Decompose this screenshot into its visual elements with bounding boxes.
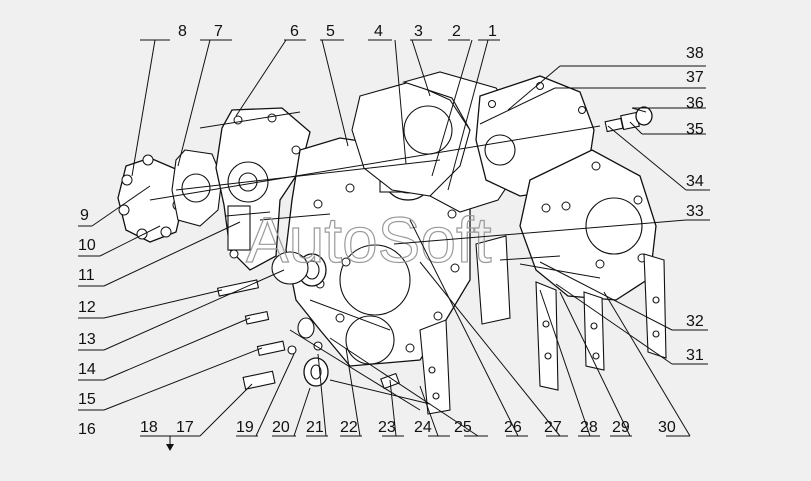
callout-35: 35 [686, 121, 704, 138]
callout-34: 34 [686, 173, 704, 190]
callout-29: 29 [612, 419, 630, 436]
leader-lines [78, 39, 710, 444]
mounting-brackets [535, 253, 667, 391]
callout-27: 27 [544, 419, 562, 436]
lower-bracket [419, 319, 451, 415]
loose-bolts [216, 279, 286, 390]
callout-22: 22 [340, 419, 358, 436]
callout-28: 28 [580, 419, 598, 436]
callout-17: 17 [176, 419, 194, 436]
seal-housing [271, 251, 309, 285]
callout-25: 25 [454, 419, 472, 436]
callout-18: 18 [140, 419, 158, 436]
callout-31: 31 [686, 347, 704, 364]
callout-19: 19 [236, 419, 254, 436]
callout-23: 23 [378, 419, 396, 436]
callout-16: 16 [78, 421, 96, 438]
callout-2: 2 [452, 23, 461, 40]
assembly-centerlines [149, 111, 601, 411]
sensor-assembly [604, 106, 653, 133]
callout-13: 13 [78, 331, 96, 348]
side-bracket [475, 235, 511, 325]
callout-12: 12 [78, 299, 96, 316]
callout-7: 7 [214, 23, 223, 40]
callout-14: 14 [78, 361, 96, 378]
callout-15: 15 [78, 391, 96, 408]
flywheel-housing-plate [519, 149, 657, 301]
callout-32: 32 [686, 313, 704, 330]
watermark-text: AutoSoft [246, 204, 492, 276]
callout-21: 21 [306, 419, 324, 436]
callout-36: 36 [686, 95, 704, 112]
callout-9: 9 [80, 207, 89, 224]
callout-3: 3 [414, 23, 423, 40]
callout-30: 30 [658, 419, 676, 436]
callout-10: 10 [78, 237, 96, 254]
callout-20: 20 [272, 419, 290, 436]
callout-24: 24 [414, 419, 432, 436]
front-gasket [351, 81, 471, 197]
callout-6: 6 [290, 23, 299, 40]
callout-11: 11 [78, 267, 95, 284]
callout-5: 5 [326, 23, 335, 40]
callout-8: 8 [178, 23, 187, 40]
callout-38: 38 [686, 45, 704, 62]
callout-1: 1 [488, 23, 497, 40]
callout-26: 26 [504, 419, 522, 436]
callout-labels: 1 2 3 4 5 6 7 8 9 10 11 12 13 14 15 16 1… [78, 23, 704, 438]
callout-33: 33 [686, 203, 704, 220]
callout-4: 4 [374, 23, 383, 40]
callout-37: 37 [686, 69, 704, 86]
lower-small-parts [287, 317, 400, 390]
callout-arrowhead [166, 444, 174, 451]
